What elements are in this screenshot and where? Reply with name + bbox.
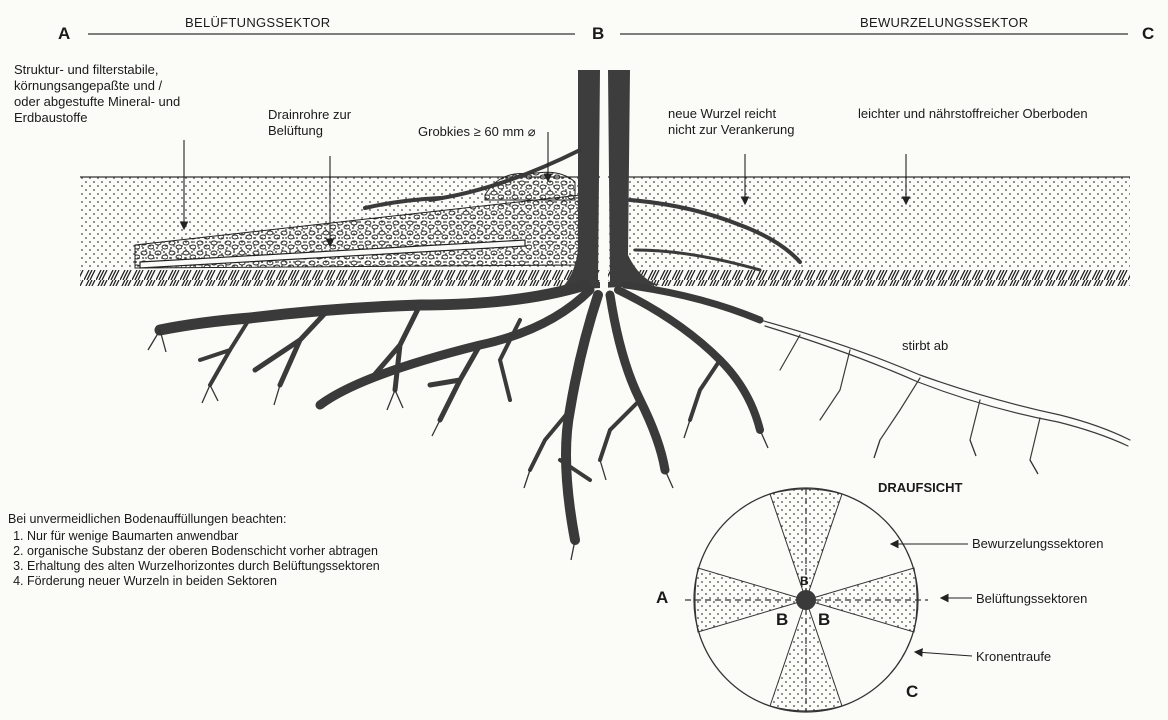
callout-arrow-krone (916, 652, 972, 656)
label-oberboden: leichter und nährstoffreicher Oberboden (858, 106, 1088, 122)
label-drainrohre: Drainrohre zur Belüftung (268, 107, 351, 139)
label-mineral: Struktur- und filterstabile, körnungsang… (14, 62, 180, 126)
label-stirbt-ab: stirbt ab (902, 338, 948, 354)
notes-item: Nur für wenige Baumarten anwendbar (27, 529, 478, 544)
marker-a: A (58, 24, 70, 44)
plan-label-c: C (906, 682, 918, 702)
callout-bewurzelungssektoren: Bewurzelungssektoren (972, 536, 1104, 552)
marker-c: C (1142, 24, 1154, 44)
callout-beluftungssektoren: Belüftungssektoren (976, 591, 1087, 607)
plan-label-b-top: B (800, 574, 809, 588)
trunk-gap (600, 70, 608, 290)
grobkies-heap (485, 172, 575, 200)
callout-kronentraufe: Kronentraufe (976, 649, 1051, 665)
notes-item: Förderung neuer Wurzeln in beiden Sektor… (27, 574, 478, 589)
plan-trunk (796, 590, 816, 610)
notes-block: Bei unvermeidlichen Bodenauffüllungen be… (8, 512, 478, 589)
label-grobkies: Grobkies ≥ 60 mm ⌀ (418, 124, 536, 140)
label-neue-wurzel: neue Wurzel reicht nicht zur Verankerung (668, 106, 794, 138)
notes-list: Nur für wenige Baumarten anwendbar organ… (8, 529, 478, 589)
plan-label-b-right: B (818, 610, 830, 630)
header-bewurzelungssektor: BEWURZELUNGSSEKTOR (860, 15, 1028, 30)
notes-title: Bei unvermeidlichen Bodenauffüllungen be… (8, 512, 478, 527)
plan-view (685, 488, 972, 712)
header-beluftungssektor: BELÜFTUNGSSEKTOR (185, 15, 330, 30)
notes-item: organische Substanz der oberen Bodenschi… (27, 544, 478, 559)
plan-label-a: A (656, 588, 668, 608)
plan-label-b-left: B (776, 610, 788, 630)
plan-title: DRAUFSICHT (878, 480, 963, 495)
notes-item: Erhaltung des alten Wurzelhorizontes dur… (27, 559, 478, 574)
marker-b: B (592, 24, 604, 44)
